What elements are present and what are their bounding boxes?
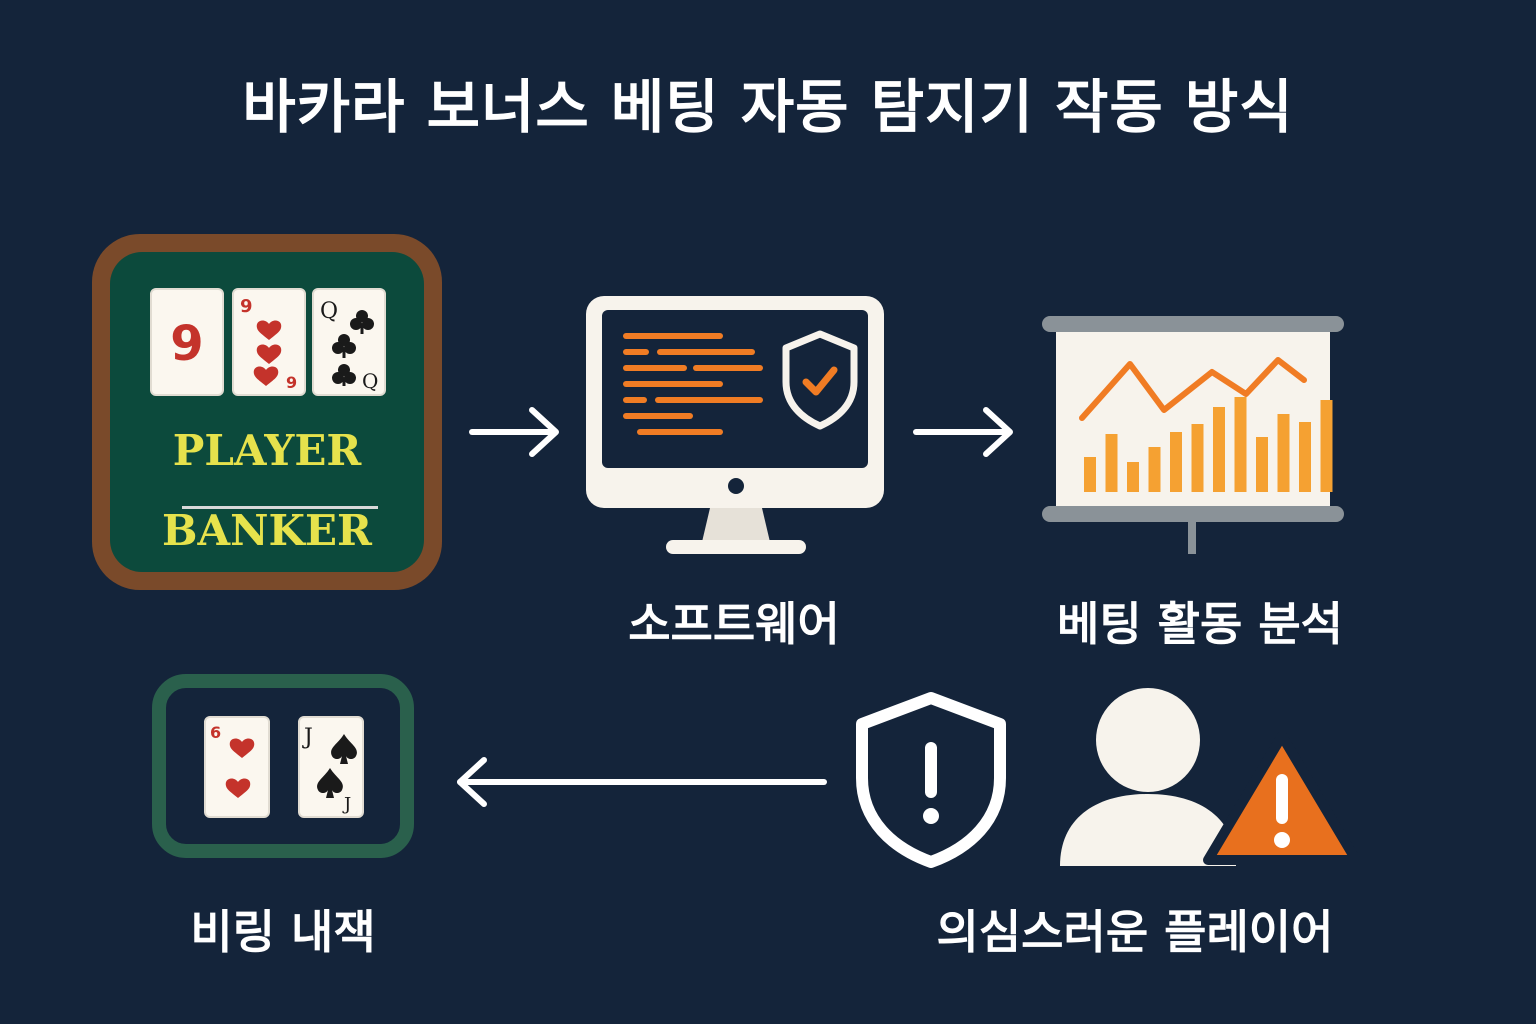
banker-label: BANKER [162,506,372,555]
chart-bar [1234,397,1247,492]
chart-bar [1105,434,1118,492]
player-label: PLAYER [172,426,362,475]
betting-pattern-box: 6 J J [152,674,414,858]
card-clubs: Q Q [312,288,386,396]
clubs-suit-icon: Q Q [320,299,378,393]
arrow-right-icon [469,407,559,457]
card-rank: 9 [170,316,204,372]
spades-suit-icon: J J [302,725,357,815]
svg-text:9: 9 [286,373,297,392]
svg-text:9: 9 [240,296,253,317]
chart-bar [1213,407,1225,492]
card-hearts: 9 9 [232,288,306,396]
svg-text:J: J [342,794,351,815]
svg-text:Q: Q [362,369,378,393]
chart-bar [1320,400,1333,492]
svg-text:Q: Q [320,299,338,324]
chart-bar [1127,462,1139,492]
table-divider [182,506,378,509]
hearts-suit-icon: 9 9 [240,296,297,392]
chart-bar [1148,447,1161,492]
arrow-left-icon [457,757,827,807]
label-suspicious: 의심스러운 플레이어 [936,905,1334,959]
table-felt: 9 9 9 Q [110,252,424,572]
svg-text:J: J [302,725,313,750]
card-nine: 9 [150,288,224,396]
monitor-shield-icon [586,296,884,554]
chart-bar [1277,414,1290,492]
user-warning-icon [1060,688,1360,866]
chart-bar [1084,457,1096,492]
bar-chart [1084,397,1333,492]
chart-bar [1299,422,1311,492]
card-six-hearts: 6 [204,716,270,818]
chart-bar [1256,437,1268,492]
page-title: 바카라 보너스 베팅 자동 탐지기 작동 방식 [242,73,1294,141]
shield-exclamation-icon [856,692,1006,868]
presentation-chart-icon [1042,316,1344,554]
label-software: 소프트웨어 [628,597,840,651]
label-betting-pattern: 비링 내잭 [190,905,376,959]
svg-text:6: 6 [210,723,221,742]
arrow-right-icon [913,407,1013,457]
chart-bar [1170,432,1182,492]
label-analysis: 베팅 활동 분석 [1057,597,1343,651]
chart-bar [1191,424,1204,492]
baccarat-table: 9 9 9 Q [92,234,442,590]
card-spades: J J [298,716,364,818]
hearts-suit-icon: 6 [210,723,255,798]
